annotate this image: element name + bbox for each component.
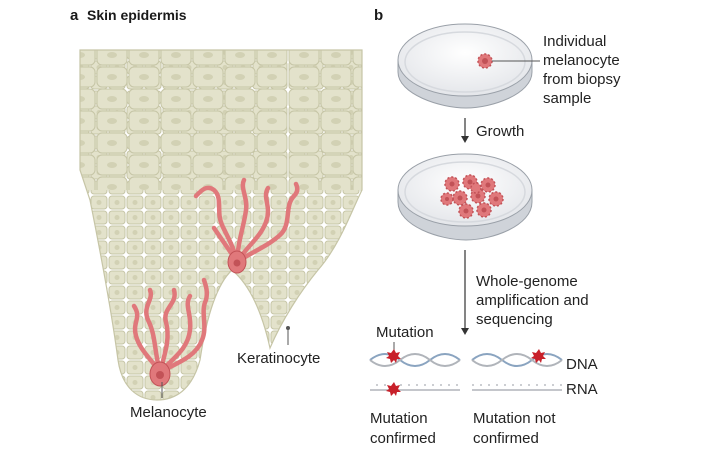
dish-label-line-2: melanocyte: [543, 52, 620, 69]
keratinocyte-leader-dot: [286, 326, 290, 330]
outcome-left: Mutation confirmed: [370, 410, 436, 447]
dish-label-line-1: Individual: [543, 33, 606, 50]
keratinocyte-label: Keratinocyte: [237, 350, 320, 367]
outcome-right: Mutation not confirmed: [473, 410, 560, 447]
outcome-right-line-2: confirmed: [473, 430, 539, 447]
mutation-icon-dna-right: [531, 349, 546, 363]
dna-helix-left: [369, 353, 461, 367]
mutation-icon-rna-left: [386, 382, 401, 396]
growth-label: Growth: [476, 123, 524, 140]
melanocyte-upper-nucleus: [233, 259, 241, 267]
panel-b-letter: b: [374, 7, 383, 24]
sequencing-arrow: [461, 250, 469, 335]
rna-label: RNA: [566, 381, 598, 398]
outcome-left-line-1: Mutation: [370, 410, 428, 427]
panel-b: b Individual melanocyte from biopsy samp…: [369, 7, 625, 447]
sequencing-label-line-1: Whole-genome: [476, 273, 578, 290]
melanocyte-colony-nuclei: [445, 179, 499, 214]
panel-a: a Skin epidermis K: [70, 7, 363, 421]
panel-a-letter: a: [70, 7, 79, 24]
melanocyte-lower-nucleus: [156, 371, 164, 379]
mutation-label: Mutation: [376, 324, 434, 341]
melanocyte-label: Melanocyte: [130, 404, 207, 421]
single-melanocyte: [477, 53, 493, 69]
outcome-right-line-1: Mutation not: [473, 410, 556, 427]
dna-label: DNA: [566, 356, 598, 373]
sequencing-label-line-3: sequencing: [476, 311, 553, 328]
dish-label-line-4: sample: [543, 90, 591, 107]
tissue-outline: [79, 49, 363, 401]
sequencing-label-line-2: amplification and: [476, 292, 589, 309]
dish-label-line-3: from biopsy: [543, 71, 621, 88]
melanocyte-lower: [131, 277, 210, 375]
growth-arrow: [461, 118, 469, 143]
petri-dish-top: [397, 23, 533, 109]
dish-label: Individual melanocyte from biopsy sample: [543, 33, 625, 107]
dna-helix-right: [471, 353, 563, 367]
mutation-icon-dna-left: [386, 349, 401, 363]
outcome-left-line-2: confirmed: [370, 430, 436, 447]
rna-strand-right: [472, 384, 562, 391]
panel-a-title: Skin epidermis: [87, 7, 187, 23]
rna-strand-left: [370, 384, 460, 391]
sequencing-label: Whole-genome amplification and sequencin…: [476, 273, 593, 328]
